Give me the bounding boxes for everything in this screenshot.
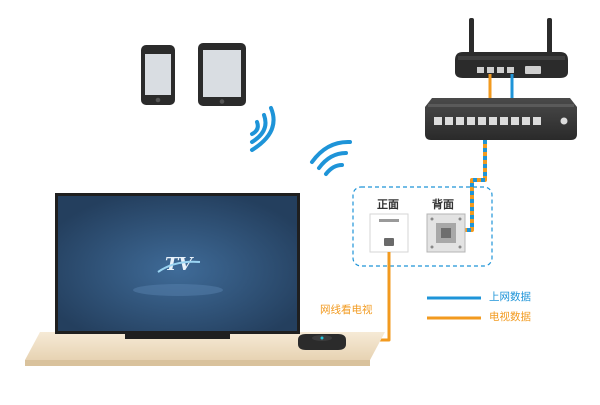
tablet-icon (198, 43, 246, 106)
phone-icon (141, 45, 175, 105)
switch-panel-cable (465, 140, 487, 232)
tv-data-cable (345, 252, 391, 342)
router-switch-cables (488, 74, 514, 98)
wifi-icon (250, 106, 276, 152)
back-panel-label: 背面 (432, 198, 454, 211)
wall-panel-icon (426, 213, 466, 253)
set-top-box-icon (298, 334, 346, 350)
switch-icon (425, 98, 577, 140)
front-panel-label: 正面 (377, 198, 399, 211)
wifi-icon (310, 139, 352, 176)
cable-label: 网线看电视 (320, 304, 373, 316)
router-icon (455, 18, 568, 78)
tv-icon: TV (55, 193, 300, 339)
legend-tv-label: 电视数据 (489, 311, 531, 323)
svg-text:TV: TV (165, 254, 194, 275)
tv-stand (25, 332, 385, 366)
legend-internet-label: 上网数据 (489, 291, 531, 303)
wall-panel-icon (369, 213, 409, 253)
